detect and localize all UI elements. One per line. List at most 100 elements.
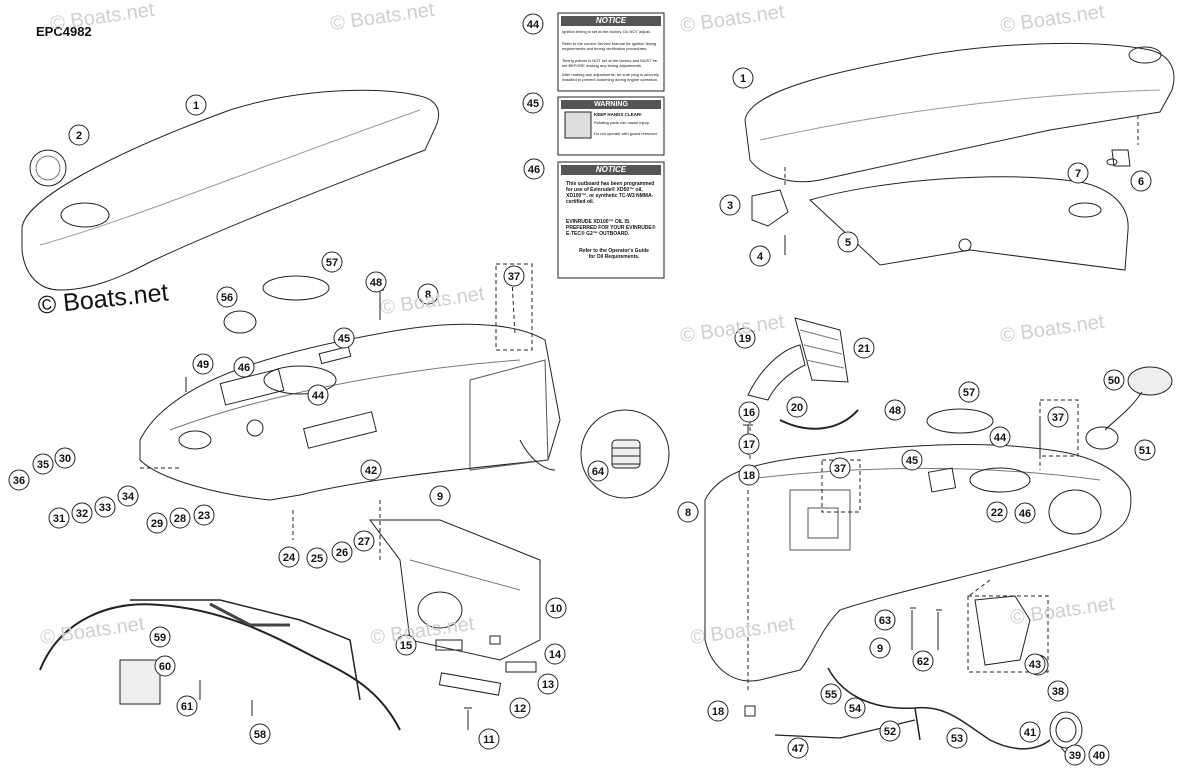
callout-circle xyxy=(837,231,859,253)
nut-18b xyxy=(744,705,756,717)
part-number-15: 15 xyxy=(400,640,412,652)
part-number-51: 51 xyxy=(1139,445,1151,457)
callout-circle xyxy=(522,13,544,35)
part-number-9: 9 xyxy=(437,491,443,503)
part-number-57: 57 xyxy=(326,257,338,269)
part-number-46: 46 xyxy=(528,164,540,176)
part-number-42: 42 xyxy=(365,465,377,477)
callout-circle xyxy=(193,504,215,526)
part-number-57: 57 xyxy=(963,387,975,399)
callout-circle xyxy=(820,683,842,705)
callout-circle xyxy=(884,399,906,421)
callout-circle xyxy=(478,728,500,750)
callout-circle xyxy=(1047,406,1069,428)
part-number-16: 16 xyxy=(743,407,755,419)
callout-circle xyxy=(901,449,923,471)
part-number-18: 18 xyxy=(712,706,724,718)
callout-circle xyxy=(912,650,934,672)
engine-cover-right xyxy=(744,42,1175,183)
part-number-63: 63 xyxy=(879,615,891,627)
callout-circle xyxy=(986,501,1008,523)
callout-circle xyxy=(545,597,567,619)
callout-circle xyxy=(1014,502,1036,524)
callout-circle xyxy=(738,464,760,486)
callout-circle xyxy=(146,512,168,534)
callout-circle xyxy=(321,251,343,273)
part-number-1: 1 xyxy=(193,100,199,112)
callout-circle xyxy=(68,124,90,146)
gasket-57-right xyxy=(926,408,994,434)
callout-circle xyxy=(216,286,238,308)
part-number-31: 31 xyxy=(53,513,65,525)
part-number-46: 46 xyxy=(1019,508,1031,520)
part-number-8: 8 xyxy=(425,289,431,301)
bracket-43 xyxy=(974,595,1031,666)
callout-circle xyxy=(853,337,875,359)
cover-liner-5 xyxy=(809,176,1129,271)
part-number-46: 46 xyxy=(238,362,250,374)
callout-circle xyxy=(1064,744,1086,766)
callout-circle xyxy=(154,655,176,677)
part-number-10: 10 xyxy=(550,603,562,615)
filter-detail-circle xyxy=(580,409,670,499)
part-number-19: 19 xyxy=(739,333,751,345)
callout-circle xyxy=(732,67,754,89)
part-number-27: 27 xyxy=(358,536,370,548)
callout-circle xyxy=(176,695,198,717)
part-number-45: 45 xyxy=(527,98,539,110)
part-number-37: 37 xyxy=(834,463,846,475)
part-number-14: 14 xyxy=(549,649,562,661)
notice-ignition-line-1: Ignition timing is set at the factory. D… xyxy=(562,29,651,34)
part-number-54: 54 xyxy=(849,703,862,715)
callout-circle xyxy=(429,485,451,507)
washer-7 xyxy=(1106,158,1118,166)
part-number-44: 44 xyxy=(527,19,540,31)
part-number-24: 24 xyxy=(283,552,296,564)
callout-circle xyxy=(249,723,271,745)
part-number-20: 20 xyxy=(791,402,803,414)
part-number-3: 3 xyxy=(727,200,733,212)
part-number-6: 6 xyxy=(1138,176,1144,188)
callout-circle xyxy=(786,396,808,418)
notice-ignition-line-4: After making any adjustments, be sure pl… xyxy=(562,72,659,82)
gasket-57 xyxy=(262,275,330,301)
grommet-6 xyxy=(1111,149,1131,167)
callout-circle xyxy=(1134,439,1156,461)
callout-circle xyxy=(509,697,531,719)
callout-circle xyxy=(32,453,54,475)
notice-ignition-header: NOTICE xyxy=(595,16,627,25)
callout-circle xyxy=(360,459,382,481)
warning-line-1: Rotating parts can cause injury. xyxy=(594,120,650,125)
callout-circle xyxy=(707,700,729,722)
part-number-48: 48 xyxy=(889,405,901,417)
callout-circle xyxy=(192,353,214,375)
part-number-48: 48 xyxy=(370,277,382,289)
callout-circle xyxy=(879,720,901,742)
part-number-1: 1 xyxy=(740,73,746,85)
callout-circle xyxy=(331,541,353,563)
warning-line-2: Do not operate with guard removed. xyxy=(594,131,658,136)
part-number-49: 49 xyxy=(197,359,209,371)
callout-circle xyxy=(677,501,699,523)
callout-circle xyxy=(787,737,809,759)
callout-circle xyxy=(537,673,559,695)
callout-circle xyxy=(1067,162,1089,184)
part-number-37: 37 xyxy=(1052,412,1064,424)
callout-circle xyxy=(353,530,375,552)
part-number-21: 21 xyxy=(858,343,870,355)
part-number-22: 22 xyxy=(991,507,1003,519)
callout-circle xyxy=(1088,744,1110,766)
diagram-code: EPC4982 xyxy=(36,24,92,39)
part-number-36: 36 xyxy=(13,475,25,487)
part-number-47: 47 xyxy=(792,743,804,755)
callout-circle xyxy=(503,265,525,287)
warning-title: KEEP HANDS CLEAR! xyxy=(594,112,642,117)
callout-circle xyxy=(544,643,566,665)
bolts-62 xyxy=(910,607,942,650)
callout-circle xyxy=(946,727,968,749)
callout-circle xyxy=(307,384,329,406)
part-number-38: 38 xyxy=(1052,686,1064,698)
part-number-37: 37 xyxy=(508,271,520,283)
part-number-50: 50 xyxy=(1108,375,1120,387)
callout-circle xyxy=(333,327,355,349)
